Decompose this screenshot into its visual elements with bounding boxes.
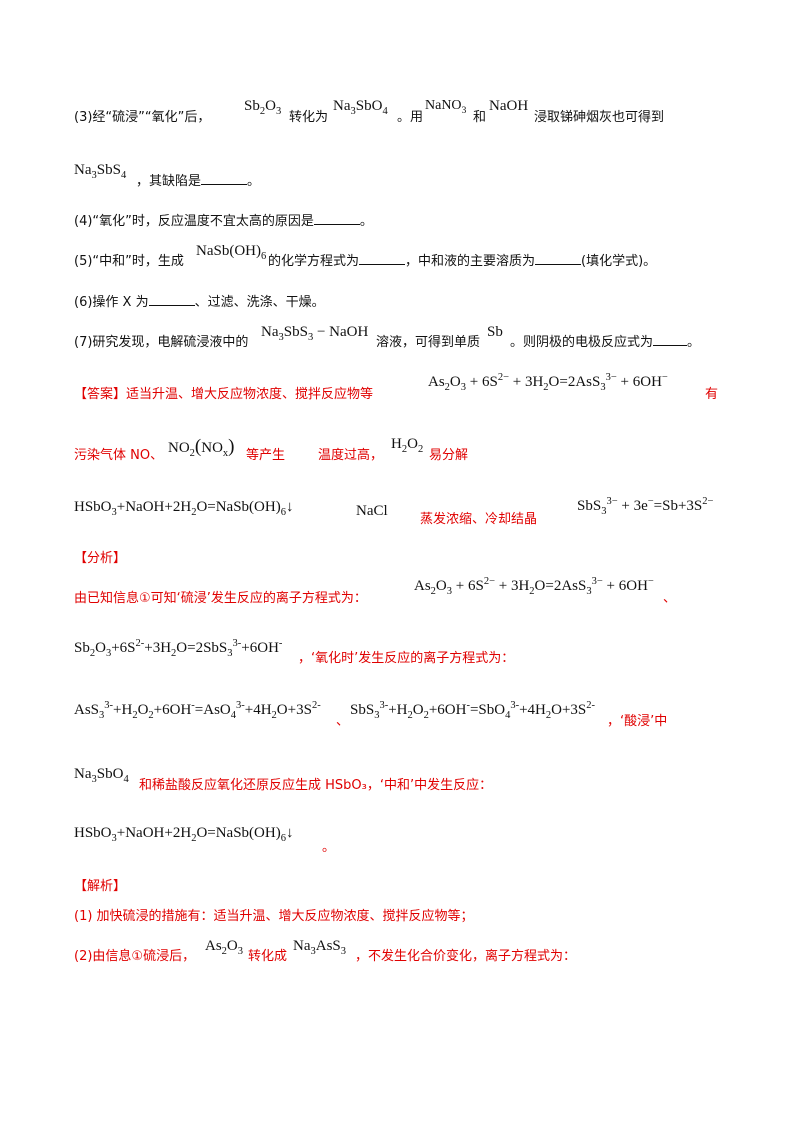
formula-analysis-ox-as: AsS33-+H2O2+6OH-=AsO43-+4H2O+3S2- (74, 700, 321, 721)
formula-solution-na3ass3: Na3AsS3 (293, 938, 347, 957)
answer-a2-tail: 有 (705, 387, 719, 402)
formula-analysis-as: As2O3 + 6S2− + 3H2O=2AsS33− + 6OH− (414, 576, 654, 597)
formula-sb2o3: Sb2O3 (244, 98, 282, 117)
formula-as2o3-reaction: As2O3 + 6S2− + 3H2O=2AsS33− + 6OH− (428, 372, 668, 393)
answer-a2-line2b: 等产生 (246, 448, 286, 463)
q7-rest: 。则阴极的电极反应式为。 (510, 335, 701, 350)
formula-analysis-ox-sb: SbS33-+H2O2+6OH-=SbO43-+4H2O+3S2- (350, 700, 596, 721)
formula-hsbo3-reaction: HSbO3+NaOH+2H2O=NaSb(OH)6↓ (74, 499, 294, 518)
answer-a3: 温度过高， (318, 448, 384, 463)
formula-nasboh6: NaSb(OH)6 (196, 243, 267, 262)
q3-t4: 浸取锑砷烟灰也可得到 (534, 110, 665, 125)
q3-line2: ，其缺陷是。 (136, 174, 261, 189)
formula-na3sbs3-naoh: Na3SbS3 − NaOH (261, 324, 369, 343)
answer-a6: 蒸发浓缩、冷却结晶 (420, 512, 538, 527)
q3-t3: 和 (473, 110, 487, 125)
solution-s1: (1) 加快硫浸的措施有：适当升温、增大反应物浓度、搅拌反应物等； (74, 909, 474, 924)
formula-na3sbo4: Na3SbO4 (333, 98, 388, 117)
formula-analysis-na3sbo4: Na3SbO4 (74, 766, 129, 785)
q4-text: (4)“氧化”时，反应温度不宜太高的原因是。 (74, 214, 373, 229)
formula-nano3: NaNO3 (425, 98, 467, 116)
solution-s2c: ，不发生化合价变化，离子方程式为： (355, 949, 577, 964)
solution-label: 【解析】 (74, 879, 127, 894)
solution-s2b: 转化成 (248, 949, 288, 964)
formula-h2o2: H2O2 (391, 436, 424, 455)
analysis-l4b: 和稀盐酸反应氧化还原反应生成 HSbO₃，‘中和’中发生反应： (139, 778, 493, 793)
formula-naoh: NaOH (489, 98, 529, 114)
formula-sb: Sb (487, 324, 503, 340)
answer-a2-line2: 污染气体 NO、 (74, 448, 164, 463)
q3-t1: 转化为 (289, 110, 329, 125)
q5-rest: 的化学方程式为，中和液的主要溶质为(填化学式)。 (268, 254, 657, 269)
q7-a: (7)研究发现，电解硫浸液中的 (74, 335, 249, 350)
q3-t2: 。用 (397, 110, 424, 125)
solution-s2a: (2)由信息①硫浸后， (74, 949, 196, 964)
formula-analysis-sb: Sb2O3+6S2-+3H2O=2SbS33-+6OH- (74, 638, 283, 659)
analysis-l2b: ，‘氧化时’发生反应的离子方程式为： (298, 651, 515, 666)
formula-no2-nox: NO2(NOx) (168, 436, 235, 459)
analysis-sep: 、 (663, 591, 677, 606)
q5-a: (5)“中和”时，生成 (74, 254, 184, 269)
answer-a5-solute: NaCl (356, 503, 388, 519)
formula-solution-as2o3: As2O3 (205, 938, 244, 957)
formula-analysis-neutralize: HSbO3+NaOH+2H2O=NaSb(OH)6↓ (74, 825, 294, 844)
analysis-l1: 由已知信息①可知‘硫浸’发生反应的离子方程式为： (74, 591, 367, 606)
analysis-end: 。 (322, 840, 336, 855)
formula-na3sbs4: Na3SbS4 (74, 162, 127, 181)
analysis-sep2: 、 (336, 714, 350, 729)
answer-label: 【答案】适当升温、增大反应物浓度、搅拌反应物等 (74, 387, 374, 402)
analysis-l3b: ，‘酸浸’中 (607, 714, 668, 729)
q7-b: 溶液，可得到单质 (376, 335, 481, 350)
formula-cathode: SbS33− + 3e−=Sb+3S2− (577, 496, 714, 517)
q6-text: (6)操作 X 为、过滤、洗涤、干燥。 (74, 295, 325, 310)
answer-a3b: 易分解 (429, 448, 469, 463)
q3-prefix: (3)经“硫浸”“氧化”后， (74, 110, 211, 125)
analysis-label: 【分析】 (74, 551, 127, 566)
